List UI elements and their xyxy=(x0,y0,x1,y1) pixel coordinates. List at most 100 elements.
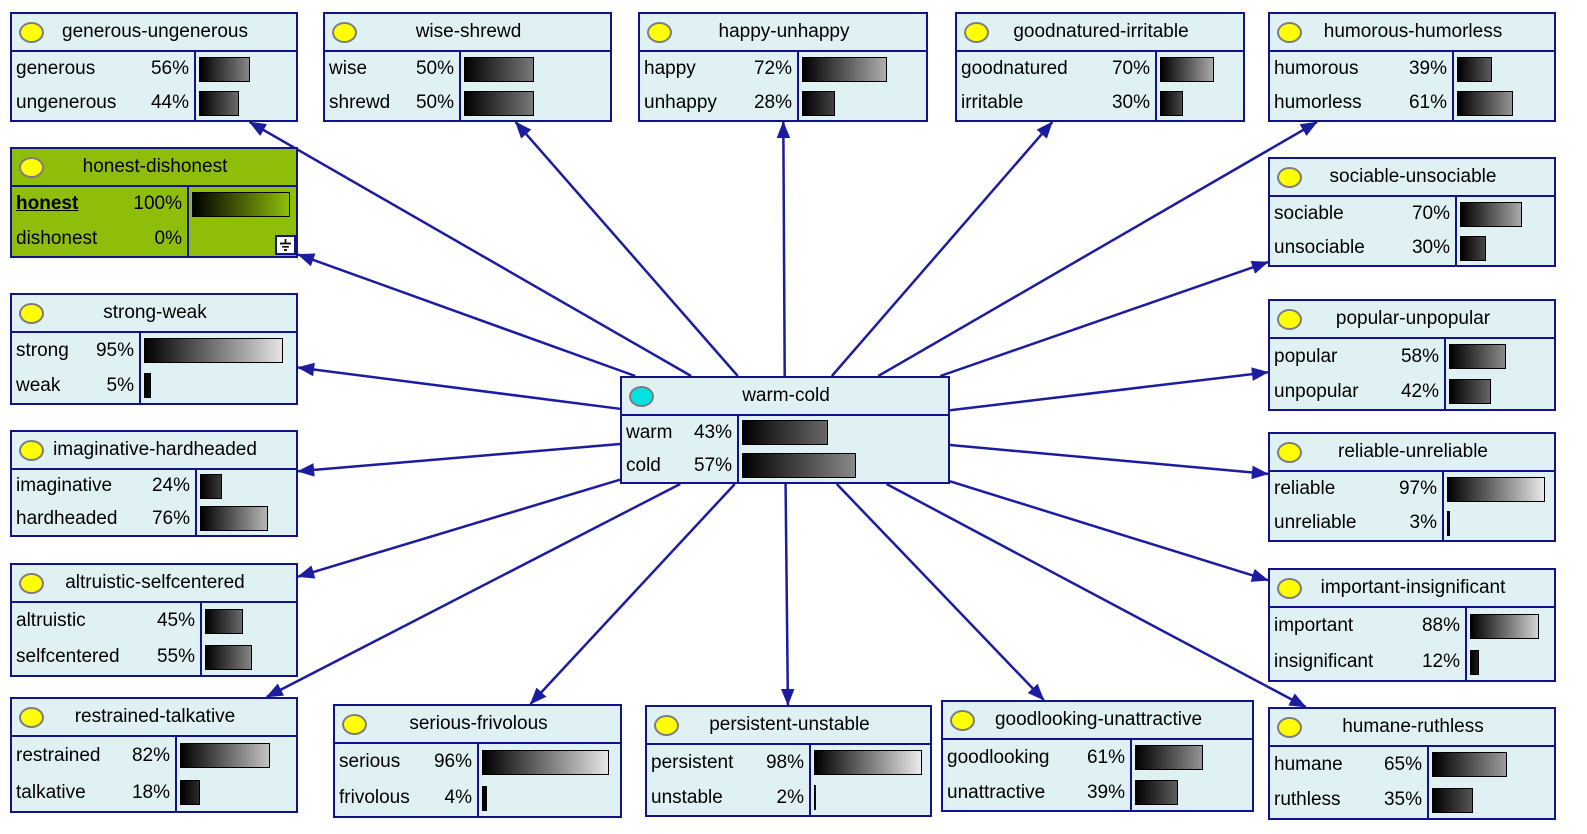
node-titlebar[interactable]: persistent-unstable xyxy=(647,707,930,745)
node-titlebar[interactable]: sociable-unsociable xyxy=(1270,159,1554,197)
node-titlebar[interactable]: serious-frivolous xyxy=(335,706,620,744)
node-goodnatured-irritable[interactable]: goodnatured-irritable goodnatured 70% ir… xyxy=(955,12,1245,122)
belief-bar[interactable] xyxy=(1457,90,1513,116)
state-row[interactable]: happy 72% xyxy=(640,52,926,86)
node-strong-weak[interactable]: strong-weak strong 95% weak 5% xyxy=(10,293,298,405)
state-row[interactable]: altruistic 45% xyxy=(12,603,296,639)
node-titlebar[interactable]: goodlooking-unattractive xyxy=(943,702,1252,740)
node-titlebar[interactable]: imaginative-hardheaded xyxy=(12,432,296,470)
belief-bar[interactable] xyxy=(1432,752,1508,778)
state-row[interactable]: hardheaded 76% xyxy=(12,503,296,536)
belief-bar[interactable] xyxy=(464,56,534,82)
belief-bar[interactable] xyxy=(144,338,283,363)
node-persistent-unstable[interactable]: persistent-unstable persistent 98% unsta… xyxy=(645,705,932,817)
state-row[interactable]: wise 50% xyxy=(325,52,610,86)
node-sociable-unsociable[interactable]: sociable-unsociable sociable 70% unsocia… xyxy=(1268,157,1556,267)
belief-bar[interactable] xyxy=(1449,379,1491,404)
state-row[interactable]: popular 58% xyxy=(1270,339,1554,374)
state-row[interactable]: unpopular 42% xyxy=(1270,374,1554,409)
belief-bar[interactable] xyxy=(1470,649,1480,675)
state-row[interactable]: serious 96% xyxy=(335,744,620,780)
node-titlebar[interactable]: restrained-talkative xyxy=(12,699,296,737)
belief-bar[interactable] xyxy=(464,90,534,116)
belief-bar[interactable] xyxy=(742,420,828,445)
node-humane-ruthless[interactable]: humane-ruthless humane 65% ruthless 35% xyxy=(1268,707,1556,820)
node-titlebar[interactable]: strong-weak xyxy=(12,295,296,333)
belief-bar[interactable] xyxy=(1460,235,1487,261)
state-row[interactable]: shrewd 50% xyxy=(325,86,610,120)
state-row[interactable]: honest 100% xyxy=(12,187,296,222)
node-titlebar[interactable]: wise-shrewd xyxy=(325,14,610,52)
node-popular-unpopular[interactable]: popular-unpopular popular 58% unpopular … xyxy=(1268,299,1556,411)
belief-bar[interactable] xyxy=(1447,476,1545,502)
belief-bar[interactable] xyxy=(1160,56,1214,82)
node-happy-unhappy[interactable]: happy-unhappy happy 72% unhappy 28% xyxy=(638,12,928,122)
state-row[interactable]: humane 65% xyxy=(1270,747,1554,783)
node-titlebar[interactable]: humorous-humorless xyxy=(1270,14,1554,52)
state-row[interactable]: unstable 2% xyxy=(647,780,930,815)
belief-bar[interactable] xyxy=(1447,510,1451,536)
state-row[interactable]: unsociable 30% xyxy=(1270,231,1554,265)
belief-bar[interactable] xyxy=(205,608,244,634)
belief-bar[interactable] xyxy=(802,90,836,116)
belief-bar[interactable] xyxy=(205,644,252,670)
belief-bar[interactable] xyxy=(180,743,271,768)
state-row[interactable]: humorless 61% xyxy=(1270,86,1554,120)
state-row[interactable]: important 88% xyxy=(1270,608,1554,644)
state-row[interactable]: talkative 18% xyxy=(12,774,296,811)
node-titlebar[interactable]: altruistic-selfcentered xyxy=(12,565,296,603)
node-warm-cold[interactable]: warm-cold warm 43% cold 57% xyxy=(620,376,950,484)
state-row[interactable]: frivolous 4% xyxy=(335,780,620,816)
state-row[interactable]: restrained 82% xyxy=(12,737,296,774)
node-titlebar[interactable]: goodnatured-irritable xyxy=(957,14,1243,52)
state-row[interactable]: irritable 30% xyxy=(957,86,1243,120)
state-row[interactable]: generous 56% xyxy=(12,52,296,86)
belief-bar[interactable] xyxy=(200,473,222,499)
node-titlebar[interactable]: happy-unhappy xyxy=(640,14,926,52)
state-row[interactable]: weak 5% xyxy=(12,368,296,403)
state-row[interactable]: insignificant 12% xyxy=(1270,644,1554,680)
state-row[interactable]: unhappy 28% xyxy=(640,86,926,120)
state-row[interactable]: sociable 70% xyxy=(1270,197,1554,231)
state-row[interactable]: goodnatured 70% xyxy=(957,52,1243,86)
node-restrained-talkative[interactable]: restrained-talkative restrained 82% talk… xyxy=(10,697,298,813)
state-row[interactable]: persistent 98% xyxy=(647,745,930,780)
state-row[interactable]: goodlooking 61% xyxy=(943,740,1252,775)
state-row[interactable]: dishonest 0% xyxy=(12,222,296,257)
node-important-insignificant[interactable]: important-insignificant important 88% in… xyxy=(1268,568,1556,682)
belief-bar[interactable] xyxy=(192,191,290,217)
node-titlebar[interactable]: warm-cold xyxy=(622,378,948,416)
state-row[interactable]: humorous 39% xyxy=(1270,52,1554,86)
node-titlebar[interactable]: popular-unpopular xyxy=(1270,301,1554,339)
belief-bar[interactable] xyxy=(1160,90,1184,116)
belief-bar[interactable] xyxy=(814,750,922,775)
node-titlebar[interactable]: reliable-unreliable xyxy=(1270,434,1554,472)
node-altruistic-selfcentered[interactable]: altruistic-selfcentered altruistic 45% s… xyxy=(10,563,298,677)
node-reliable-unreliable[interactable]: reliable-unreliable reliable 97% unrelia… xyxy=(1268,432,1556,542)
state-row[interactable]: unreliable 3% xyxy=(1270,506,1554,540)
node-titlebar[interactable]: important-insignificant xyxy=(1270,570,1554,608)
node-humorous-humorless[interactable]: humorous-humorless humorous 39% humorles… xyxy=(1268,12,1556,122)
belief-bar[interactable] xyxy=(482,749,609,775)
belief-bar[interactable] xyxy=(1470,613,1539,639)
node-titlebar[interactable]: humane-ruthless xyxy=(1270,709,1554,747)
belief-bar[interactable] xyxy=(1135,745,1203,770)
belief-bar[interactable] xyxy=(1457,56,1493,82)
node-imaginative-hardheaded[interactable]: imaginative-hardheaded imaginative 24% h… xyxy=(10,430,298,537)
belief-bar[interactable] xyxy=(199,56,250,82)
belief-bar[interactable] xyxy=(1432,787,1473,813)
node-honest-dishonest[interactable]: honest-dishonest honest 100% dishonest 0… xyxy=(10,147,298,258)
node-titlebar[interactable]: honest-dishonest xyxy=(12,149,296,187)
state-row[interactable]: strong 95% xyxy=(12,333,296,368)
state-row[interactable]: unattractive 39% xyxy=(943,775,1252,810)
state-row[interactable]: warm 43% xyxy=(622,416,948,449)
belief-bar[interactable] xyxy=(1135,780,1179,805)
state-row[interactable]: ruthless 35% xyxy=(1270,783,1554,819)
belief-bar[interactable] xyxy=(199,90,240,116)
belief-bar[interactable] xyxy=(180,780,200,805)
node-wise-shrewd[interactable]: wise-shrewd wise 50% shrewd 50% xyxy=(323,12,612,122)
node-goodlooking-unattractive[interactable]: goodlooking-unattractive goodlooking 61%… xyxy=(941,700,1254,812)
belief-bar[interactable] xyxy=(144,373,152,398)
node-generous-ungenerous[interactable]: generous-ungenerous generous 56% ungener… xyxy=(10,12,298,122)
state-row[interactable]: ungenerous 44% xyxy=(12,86,296,120)
